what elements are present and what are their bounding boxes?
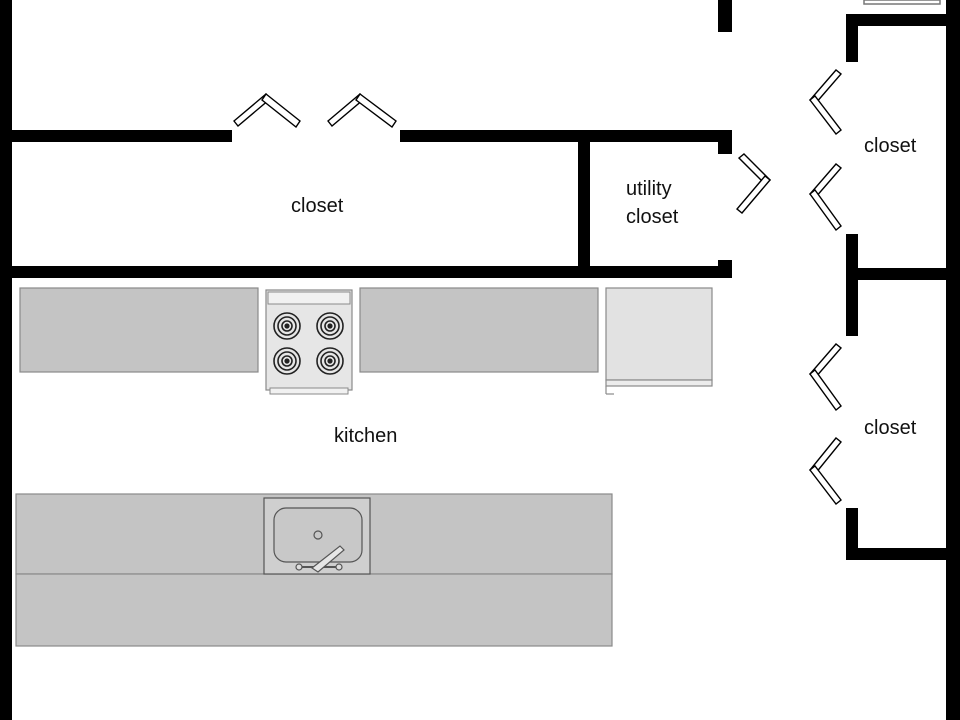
label-utility-line1: utility — [626, 178, 672, 200]
wall-top-stub — [718, 0, 732, 32]
wall-right-closet-divider — [846, 268, 946, 280]
wall-utility-top-stub — [718, 130, 732, 154]
sink-icon — [263, 497, 371, 575]
label-closet-right-lower: closet — [864, 417, 917, 439]
bifold-doors — [233, 69, 843, 505]
label-closet-right-upper: closet — [864, 135, 917, 157]
wall-right-outer — [946, 0, 960, 720]
stove-burner-icon — [273, 312, 344, 375]
island-bottom — [15, 573, 613, 647]
counter-middle — [359, 287, 599, 373]
door-right-lower-1b[interactable] — [809, 368, 842, 412]
door-hall-1b[interactable] — [261, 92, 301, 129]
wall-closet-top-left — [12, 130, 232, 142]
refrigerator — [605, 287, 713, 381]
stove-backsplash — [267, 291, 351, 305]
counters — [15, 287, 713, 647]
faucet-icon — [295, 545, 345, 573]
burner-bottom-right — [316, 347, 344, 375]
door-hall-2b[interactable] — [355, 92, 397, 129]
wall-utility-bottom-stub — [718, 260, 732, 278]
sink-drain — [313, 530, 323, 540]
top-right-fixture — [863, 0, 941, 5]
door-right-upper-2b[interactable] — [809, 188, 842, 232]
door-right-lower-2b[interactable] — [809, 465, 842, 505]
stove-body — [265, 289, 353, 391]
label-kitchen: kitchen — [334, 425, 398, 447]
wall-closet-bottom — [12, 266, 732, 278]
wall-closet-top-right — [400, 130, 732, 142]
wall-right-closet-mid-stub — [846, 234, 858, 336]
refrigerator-door — [605, 379, 713, 387]
wall-right-closet-bottom-stub — [846, 508, 858, 560]
burner-bottom-left — [273, 347, 301, 375]
burner-top-left — [273, 312, 301, 340]
wall-right-closet-top — [846, 14, 946, 26]
counter-left — [19, 287, 259, 373]
stove-front — [269, 387, 349, 395]
sink-basin — [273, 507, 363, 563]
door-right-upper-1b[interactable] — [809, 95, 842, 135]
door-utility-b[interactable] — [736, 175, 771, 214]
label-closet-hall: closet — [291, 195, 344, 217]
wall-right-closet-bottom — [846, 548, 946, 560]
wall-left-outer — [0, 0, 12, 720]
burner-top-right — [316, 312, 344, 340]
wall-right-closet-top-stub — [846, 14, 858, 62]
wall-utility-divider — [578, 142, 590, 272]
stove — [265, 289, 353, 395]
label-utility-line2: closet — [626, 206, 679, 228]
